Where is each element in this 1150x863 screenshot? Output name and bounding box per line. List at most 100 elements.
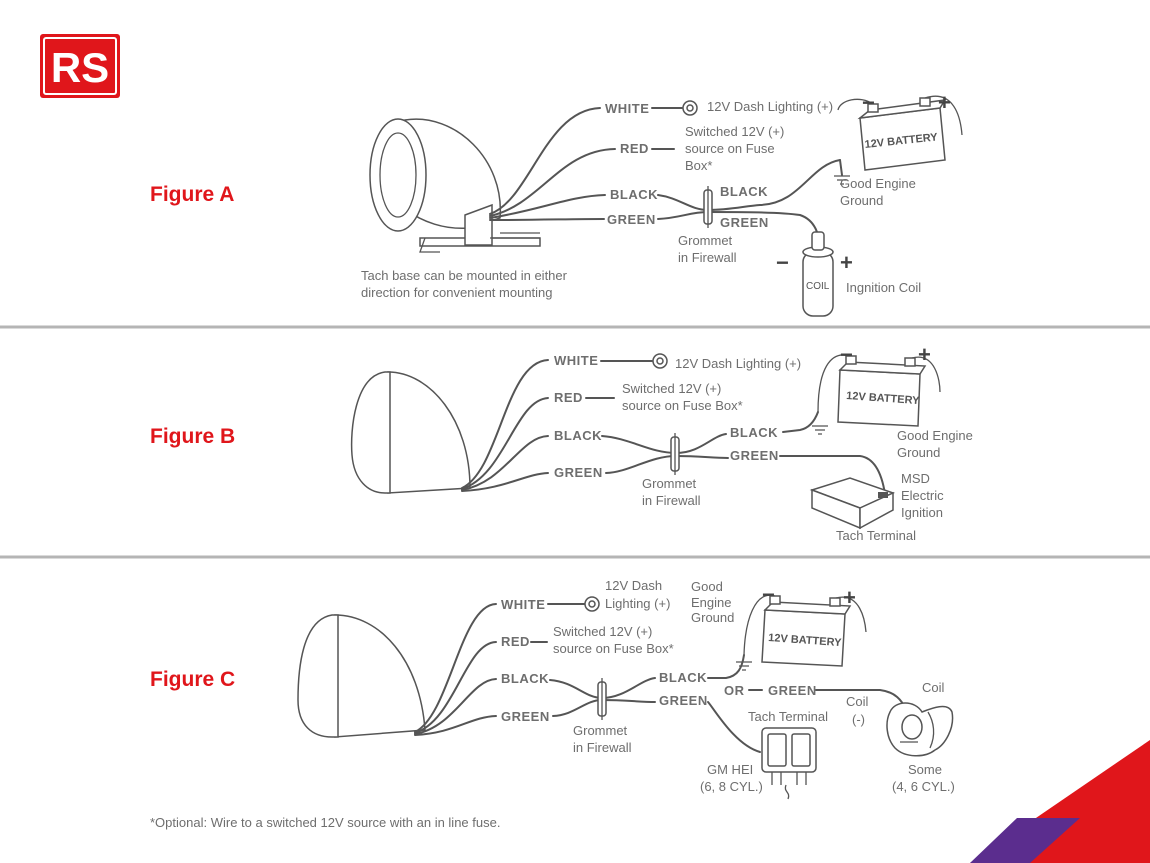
battery-label-c: 12V BATTERY xyxy=(768,632,843,649)
ground-c-3: Ground xyxy=(691,610,734,625)
plus-a: + xyxy=(938,90,951,115)
dash-c-1: 12V Dash xyxy=(605,578,662,593)
label-red-a: RED xyxy=(620,141,649,156)
msd-1: MSD xyxy=(901,471,930,486)
ground-b-2: Ground xyxy=(897,445,940,460)
tach-gauge-a xyxy=(369,118,541,253)
ground-a-1: Good Engine xyxy=(840,176,916,191)
bulb-icon-a xyxy=(682,100,698,116)
grommet-c xyxy=(597,678,607,720)
switched-a-1: Switched 12V (+) xyxy=(685,124,784,139)
ignition-coil-label-a: Ingnition Coil xyxy=(846,280,921,295)
coil-neg-1: Coil xyxy=(846,694,869,709)
coil-label-c: Coil xyxy=(922,680,945,695)
dash-lighting-a: 12V Dash Lighting (+) xyxy=(707,99,833,114)
grommet-a xyxy=(703,186,713,228)
grommet-c-1: Grommet xyxy=(573,723,628,738)
label-or-c: OR xyxy=(724,683,745,698)
figure-b-title: Figure B xyxy=(150,425,235,448)
wire-black-a xyxy=(489,194,606,219)
battery-icon-b xyxy=(817,354,941,427)
footnote: *Optional: Wire to a switched 12V source… xyxy=(150,815,500,830)
some-1: Some xyxy=(908,762,942,777)
coil-label-a: COIL xyxy=(806,281,830,292)
label-red-c: RED xyxy=(501,634,530,649)
coil-icon-c xyxy=(886,702,954,757)
switched-a-3: Box* xyxy=(685,158,712,173)
label-green2-b: GREEN xyxy=(730,448,779,463)
ignition-coil-icon-a xyxy=(802,231,834,317)
label-green-a: GREEN xyxy=(607,212,656,227)
label-black-b: BLACK xyxy=(554,428,602,443)
wire-black-c-ground xyxy=(707,654,745,679)
ground-c-1: Good xyxy=(691,579,723,594)
base-note-a-1: Tach base can be mounted in either xyxy=(361,268,568,283)
rs-logo: RS xyxy=(40,34,120,98)
corner-purple-stripe xyxy=(970,818,1080,863)
wire-green-b xyxy=(461,472,549,492)
some-2: (4, 6 CYL.) xyxy=(892,779,955,794)
base-note-a-2: direction for convenient mounting xyxy=(361,285,553,300)
grommet-a-1: Grommet xyxy=(678,233,733,248)
tach-gauge-c xyxy=(297,614,426,738)
figure-c-title: Figure C xyxy=(150,668,235,691)
label-black2-c: BLACK xyxy=(659,670,707,685)
bulb-icon-c xyxy=(584,596,600,612)
dash-lighting-b: 12V Dash Lighting (+) xyxy=(675,356,801,371)
gm-hei-1: GM HEI xyxy=(707,762,753,777)
label-black2-a: BLACK xyxy=(720,184,768,199)
label-green2-a: GREEN xyxy=(720,215,769,230)
ground-c-2: Engine xyxy=(691,595,731,610)
figure-b: Figure B WHITE 12V Dash Lighting (+) RED… xyxy=(150,342,973,543)
coil-neg-2: (-) xyxy=(852,712,865,727)
tach-gauge-b xyxy=(350,371,471,494)
wire-green-b-msd xyxy=(779,455,886,495)
wire-green-a xyxy=(489,218,605,221)
ground-a-2: Ground xyxy=(840,193,883,208)
ground-b-1: Good Engine xyxy=(897,428,973,443)
wire-black-a-out xyxy=(657,159,841,212)
coil-minus-a: − xyxy=(776,250,789,275)
wire-red-a xyxy=(489,148,616,217)
msd-3: Ignition xyxy=(901,505,943,520)
label-green3-c: GREEN xyxy=(768,683,817,698)
battery-icon-c xyxy=(743,594,867,667)
msd-2: Electric xyxy=(901,488,944,503)
switched-b-2: source on Fuse Box* xyxy=(622,398,743,413)
grommet-a-2: in Firewall xyxy=(678,250,737,265)
wire-white-b xyxy=(461,359,549,489)
label-green2-c: GREEN xyxy=(659,693,708,708)
figure-a: Figure A WHITE 12V Dash Lighting (+) RED… xyxy=(150,90,963,317)
wire-green-b-out xyxy=(605,454,729,474)
grommet-b-1: Grommet xyxy=(642,476,697,491)
wire-black-b xyxy=(461,435,549,491)
gm-hei-2: (6, 8 CYL.) xyxy=(700,779,763,794)
plus-c: + xyxy=(843,585,856,610)
wire-black-b-out xyxy=(601,433,727,455)
label-white-a: WHITE xyxy=(605,101,649,116)
figure-a-title: Figure A xyxy=(150,183,234,206)
wire-green-c-hei xyxy=(707,701,761,753)
wire-black-b-ground xyxy=(782,411,819,433)
wire-red-c xyxy=(414,641,497,734)
switched-c-2: source on Fuse Box* xyxy=(553,641,674,656)
msd-box-icon xyxy=(809,477,896,530)
plus-b: + xyxy=(918,342,931,367)
label-black-a: BLACK xyxy=(610,187,658,202)
wire-green-a-out xyxy=(657,210,821,251)
minus-b: − xyxy=(840,342,853,367)
wire-white-c xyxy=(414,603,497,733)
label-white-c: WHITE xyxy=(501,597,545,612)
wire-black-c xyxy=(414,678,497,735)
battery-label-b: 12V BATTERY xyxy=(846,390,921,407)
grommet-b xyxy=(670,433,680,475)
grommet-c-2: in Firewall xyxy=(573,740,632,755)
coil-plus-a: + xyxy=(840,250,853,275)
minus-c: − xyxy=(762,582,775,607)
label-black2-b: BLACK xyxy=(730,425,778,440)
wire-white-a xyxy=(489,107,601,215)
switched-a-2: source on Fuse xyxy=(685,141,775,156)
label-green-c: GREEN xyxy=(501,709,550,724)
tach-terminal-c: Tach Terminal xyxy=(748,709,828,724)
